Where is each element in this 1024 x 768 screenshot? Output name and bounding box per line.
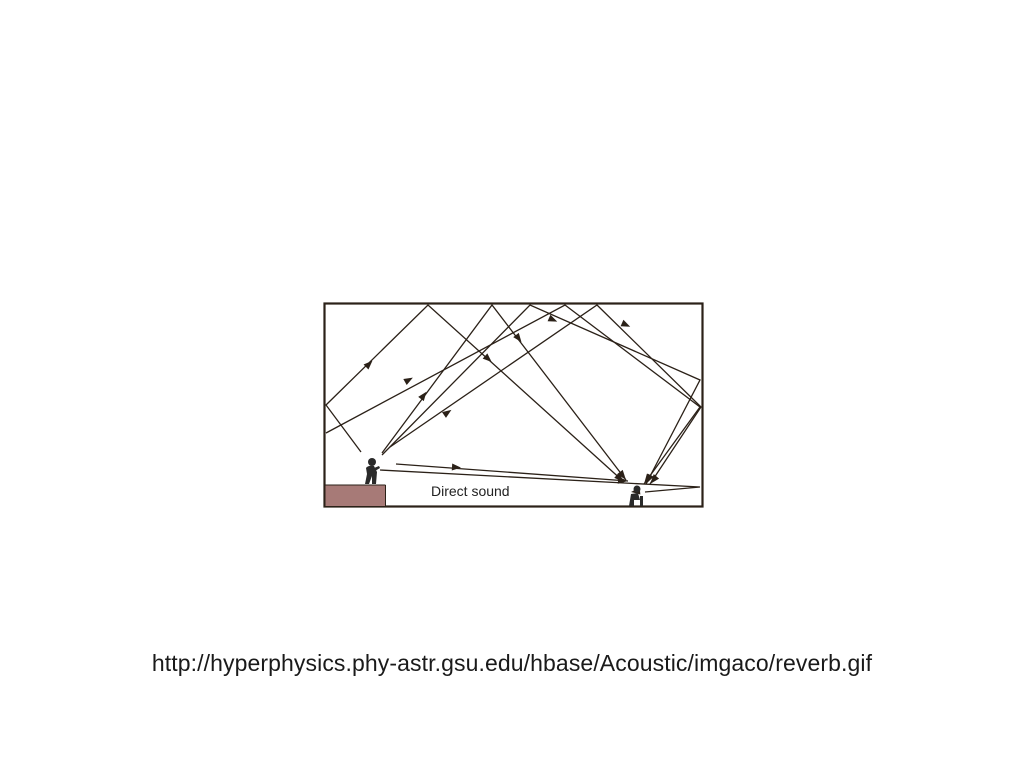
direct-sound-label: Direct sound bbox=[431, 483, 510, 499]
listener-arrowheads bbox=[614, 469, 660, 484]
reflection-path-d bbox=[325, 304, 701, 485]
reflection-path-b bbox=[381, 303, 627, 481]
stage-platform bbox=[325, 485, 386, 506]
reflection-path-f bbox=[379, 469, 701, 493]
direct-sound-ray bbox=[395, 463, 629, 482]
reverberation-diagram: Direct sound bbox=[323, 302, 704, 508]
source-url-text: http://hyperphysics.phy-astr.gsu.edu/hba… bbox=[151, 650, 873, 676]
reflection-path-e bbox=[389, 304, 702, 485]
listener-figure-icon bbox=[629, 485, 643, 506]
reflection-path-a bbox=[325, 304, 625, 483]
speaker-figure-icon bbox=[365, 458, 380, 484]
